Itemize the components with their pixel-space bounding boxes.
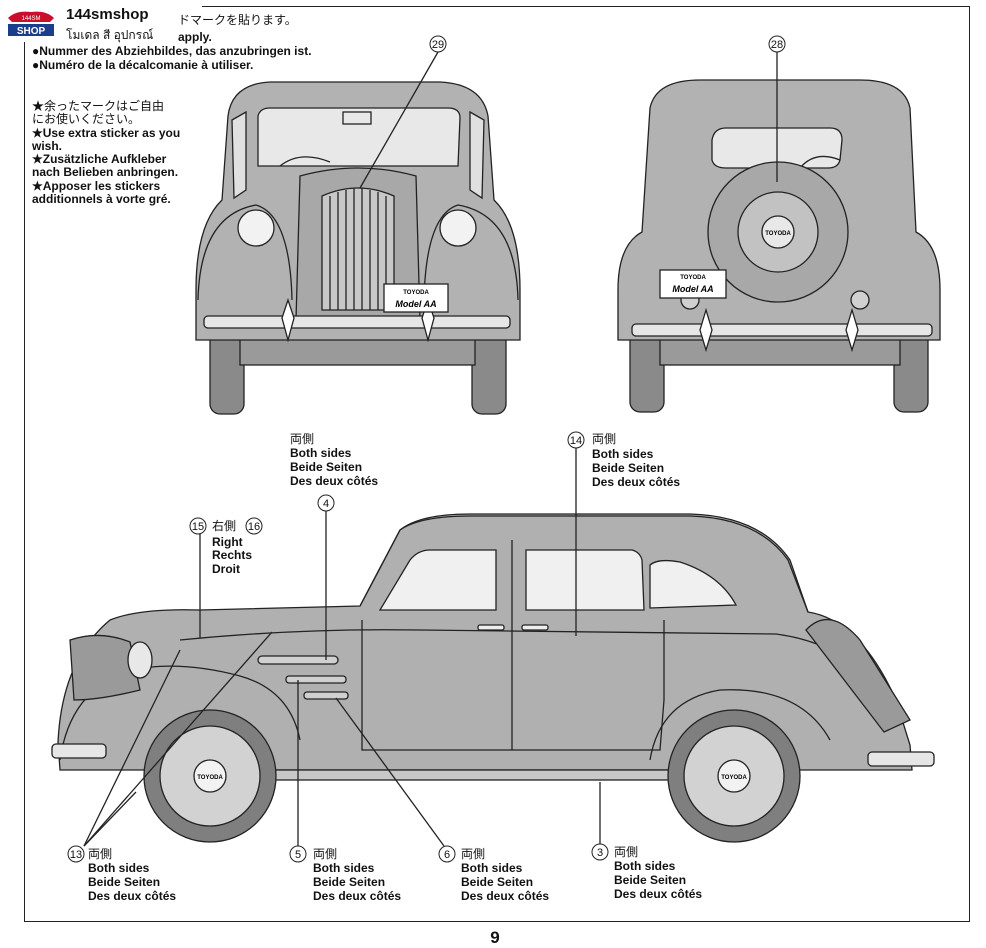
extra-sticker-note: ★余ったマークはご自由 にお使いください。 ★Use extra sticker… bbox=[32, 99, 182, 207]
callout-4: 4 bbox=[323, 498, 329, 510]
callout-16: 16 bbox=[248, 521, 260, 533]
header-de: ●Nummer des Abziehbildes, das anzubringe… bbox=[32, 44, 312, 58]
label-4-en: Both sides bbox=[290, 446, 352, 460]
label-4-de: Beide Seiten bbox=[290, 460, 363, 474]
label-5-de: Beide Seiten bbox=[313, 875, 386, 889]
label-13-de: Beide Seiten bbox=[88, 875, 161, 889]
front-wheel-logo: TOYODA bbox=[197, 775, 223, 781]
callout-14: 14 bbox=[570, 435, 582, 447]
label-6-en: Both sides bbox=[461, 861, 523, 875]
label-5-en: Both sides bbox=[313, 861, 375, 875]
page-frame bbox=[24, 6, 970, 922]
logo-subtitle: โมเดล สี อุปกรณ์ bbox=[66, 28, 154, 42]
note-en: ★Use extra sticker as you wish. bbox=[32, 125, 181, 153]
shop-logo: 144SM SHOP 144smshop โมเดล สี อุปกรณ์ bbox=[2, 4, 202, 42]
header-fr: ●Numéro de la décalcomanie à utiliser. bbox=[32, 58, 254, 72]
label-3-de: Beide Seiten bbox=[614, 873, 687, 887]
logo-badge-top: 144SM bbox=[21, 16, 40, 22]
label-14-fr: Des deux côtés bbox=[592, 475, 681, 489]
page-number: 9 bbox=[490, 928, 500, 947]
rear-view-drawing bbox=[617, 52, 941, 413]
note-de: ★Zusätzliche Aufkleber nach Belieben anb… bbox=[32, 152, 179, 180]
front-plate-small: TOYODA bbox=[403, 290, 429, 296]
rear-plate-big: Model AA bbox=[672, 284, 713, 294]
label-15-fr: Droit bbox=[212, 562, 240, 576]
front-view-drawing bbox=[195, 51, 521, 415]
logo-badge-bottom: SHOP bbox=[17, 26, 46, 37]
side-view-drawing bbox=[51, 448, 935, 847]
label-6-de: Beide Seiten bbox=[461, 875, 534, 889]
rear-wheel-logo: TOYODA bbox=[721, 775, 747, 781]
label-15-jp: 右側 bbox=[212, 519, 237, 533]
label-15-en: Right bbox=[212, 535, 243, 549]
callout-3: 3 bbox=[597, 847, 603, 859]
label-15-de: Rechts bbox=[212, 548, 253, 562]
callout-13: 13 bbox=[70, 849, 82, 861]
callout-5: 5 bbox=[295, 849, 301, 861]
note-jp-1: ★余ったマークはご自由 bbox=[32, 99, 165, 113]
note-fr: ★Apposer les stickers additionnels à vor… bbox=[32, 178, 171, 207]
header-en: apply. bbox=[178, 30, 212, 44]
callout-15: 15 bbox=[192, 521, 204, 533]
header-jp: ドマークを貼ります。 bbox=[178, 13, 297, 27]
label-13-jp: 両側 bbox=[88, 847, 113, 861]
callout-28: 28 bbox=[771, 39, 783, 51]
callout-6: 6 bbox=[444, 849, 450, 861]
label-4-fr: Des deux côtés bbox=[290, 474, 379, 488]
label-4-jp: 両側 bbox=[290, 432, 315, 446]
label-6-jp: 両側 bbox=[461, 847, 486, 861]
label-3-fr: Des deux côtés bbox=[614, 887, 703, 901]
label-14-en: Both sides bbox=[592, 447, 654, 461]
label-14-de: Beide Seiten bbox=[592, 461, 665, 475]
label-3-en: Both sides bbox=[614, 859, 676, 873]
label-13-fr: Des deux côtés bbox=[88, 889, 177, 903]
label-5-fr: Des deux côtés bbox=[313, 889, 402, 903]
label-6-fr: Des deux côtés bbox=[461, 889, 550, 903]
spare-tire-logo: TOYODA bbox=[765, 231, 791, 237]
label-13-en: Both sides bbox=[88, 861, 150, 875]
rear-plate-small: TOYODA bbox=[680, 275, 706, 281]
logo-badge-icon: 144SM SHOP bbox=[8, 11, 54, 37]
note-jp-2: にお使いください。 bbox=[32, 112, 141, 127]
label-3-jp: 両側 bbox=[614, 845, 639, 859]
callout-29: 29 bbox=[432, 39, 444, 51]
logo-name: 144smshop bbox=[66, 6, 149, 23]
label-14-jp: 両側 bbox=[592, 432, 617, 446]
front-plate-big: Model AA bbox=[395, 299, 436, 309]
label-5-jp: 両側 bbox=[313, 847, 338, 861]
